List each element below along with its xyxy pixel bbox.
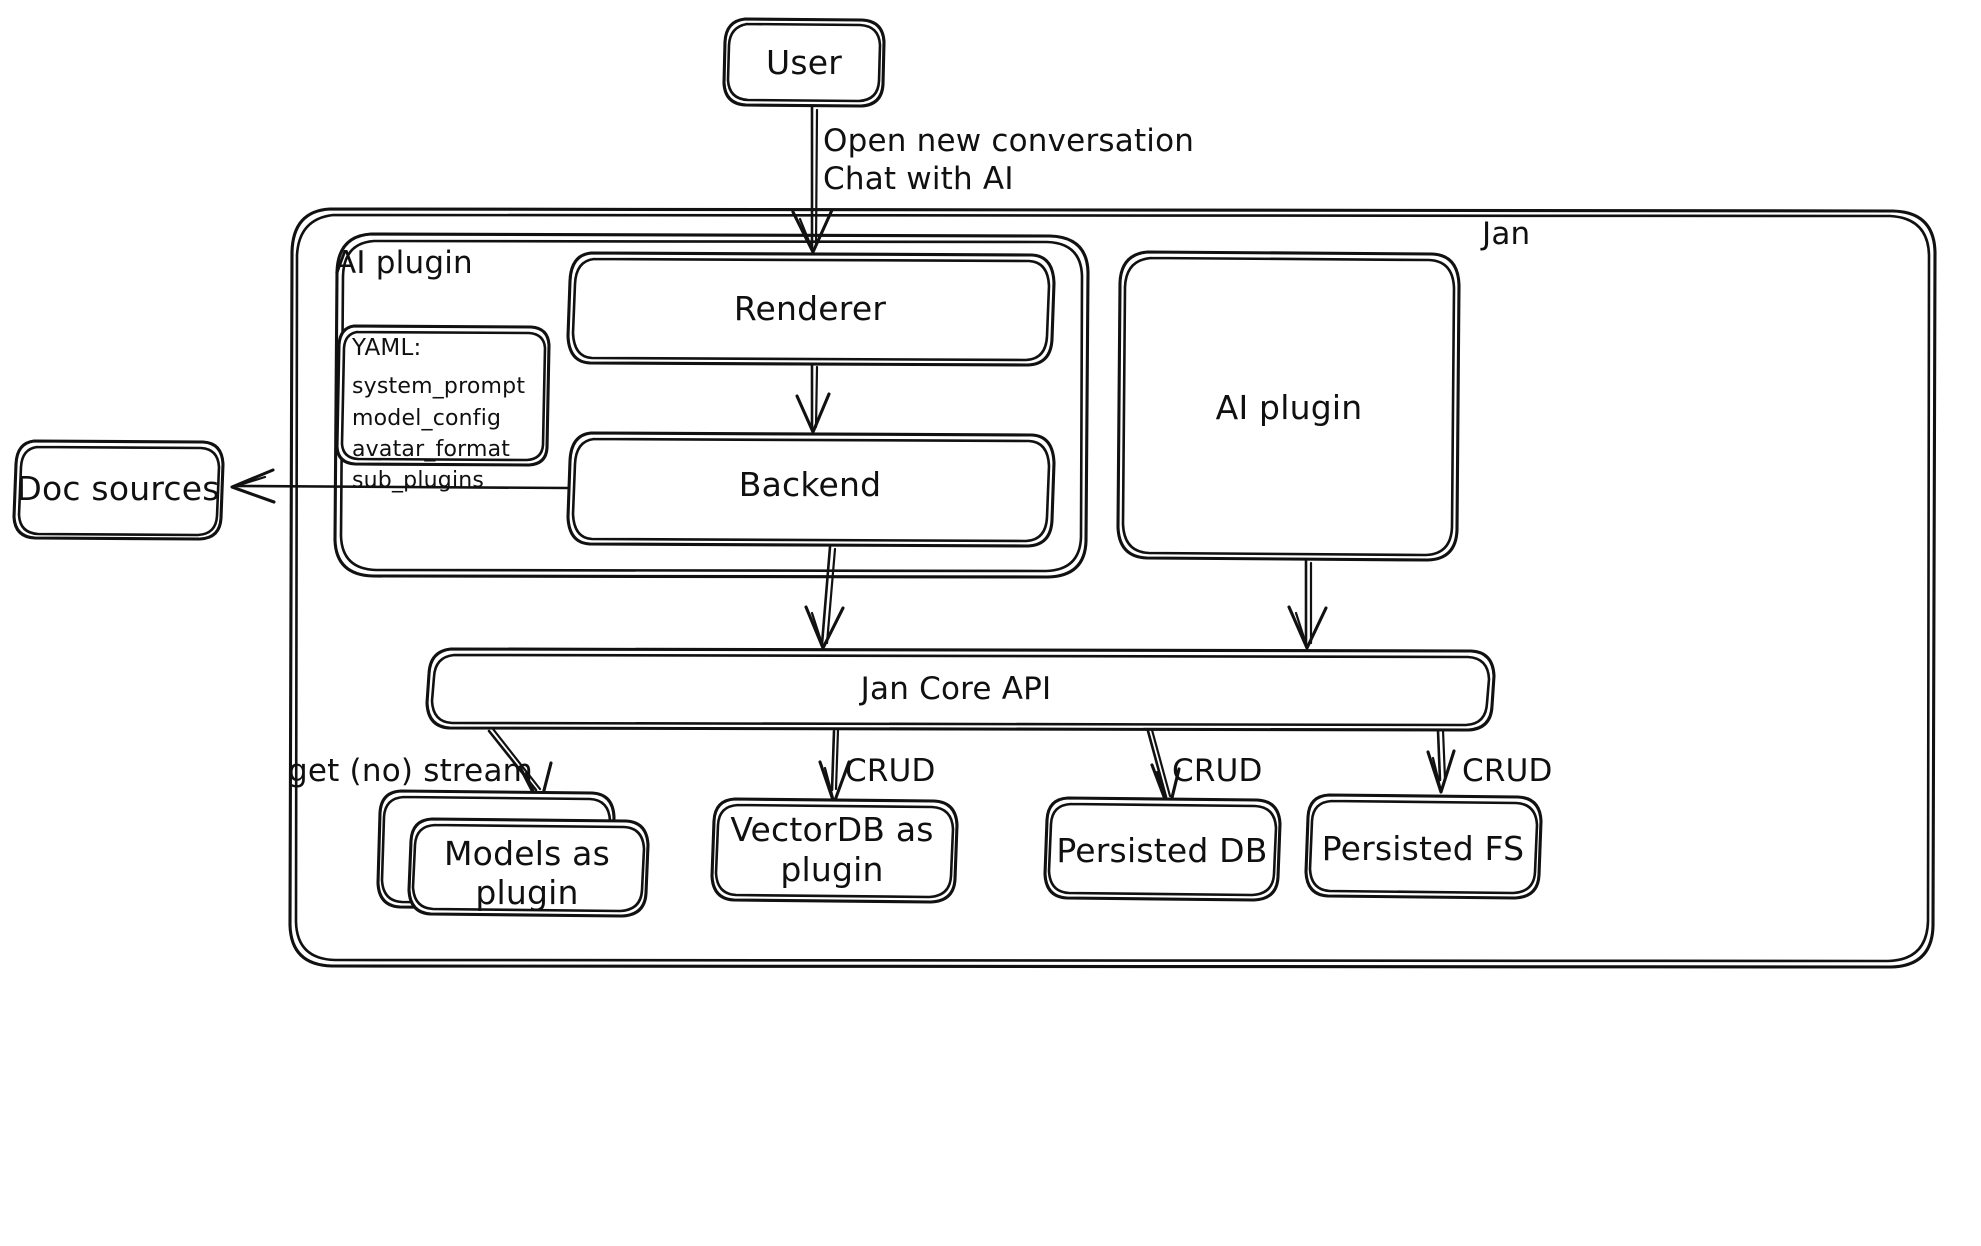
yaml-heading: YAML: [352, 335, 422, 361]
yaml-card-outline [335, 324, 551, 467]
renderer-label: Renderer [733, 288, 887, 328]
edge-backend-to-core [804, 545, 845, 650]
backend-box-outline [566, 431, 1056, 548]
yaml-card-content: YAML: system_prompt model_config avatar_… [352, 334, 547, 493]
edge-renderer-to-backend [795, 363, 831, 434]
backend-label: Backend [738, 464, 882, 504]
doc-sources-box-outline [12, 439, 225, 541]
yaml-key-sub-plugins: sub_plugins [352, 468, 485, 494]
persisted-fs-box-outline [1304, 793, 1543, 900]
yaml-key-model-config: model_config [352, 405, 502, 431]
ai-plugin-box-label: AI plugin [1215, 387, 1363, 427]
persisted-fs-label: Persisted FS [1321, 828, 1525, 868]
vectordb-plugin-label-line2: plugin [780, 849, 884, 889]
edge-label-user-to-renderer-line2: Chat with AI [823, 161, 1014, 198]
vectordb-plugin-box-outline [710, 797, 959, 904]
edge-label-crud-persisted-fs: CRUD [1462, 753, 1553, 790]
models-plugin-label-line1: Models as [444, 833, 610, 873]
jan-core-api-bar-outline [425, 647, 1496, 732]
models-plugin-box-outline [376, 789, 650, 918]
persisted-db-box-outline [1043, 796, 1282, 902]
edge-ai-plugin-to-core [1287, 559, 1328, 650]
ai-plugin-box-outline [1116, 250, 1461, 562]
jan-container-label: Jan [1482, 216, 1531, 253]
yaml-key-system-prompt: system_prompt [352, 374, 526, 400]
edge-user-to-renderer [791, 105, 834, 254]
edge-label-crud-persisted-db: CRUD [1172, 753, 1263, 790]
user-box-outline [722, 17, 886, 108]
edge-label-user-to-renderer-line1: Open new conversation [823, 123, 1195, 160]
edge-label-get-no-stream: get (no) stream [288, 753, 534, 790]
jan-core-api-label: Jan Core API [860, 671, 1052, 708]
edge-core-to-persisted-fs [1426, 728, 1456, 794]
renderer-box-outline [566, 251, 1056, 367]
edge-label-crud-vectordb: CRUD [845, 753, 936, 790]
yaml-key-avatar-format: avatar_format [352, 436, 511, 462]
edge-backend-to-doc-sources [230, 468, 570, 504]
vectordb-plugin-label-line1: VectorDB as [730, 809, 934, 849]
doc-sources-label: Doc sources [16, 468, 220, 508]
ai-plugin-group-label: AI plugin [335, 245, 473, 282]
persisted-db-label: Persisted DB [1056, 830, 1268, 870]
models-plugin-label-line2: plugin [475, 872, 579, 912]
user-label: User [765, 42, 843, 82]
